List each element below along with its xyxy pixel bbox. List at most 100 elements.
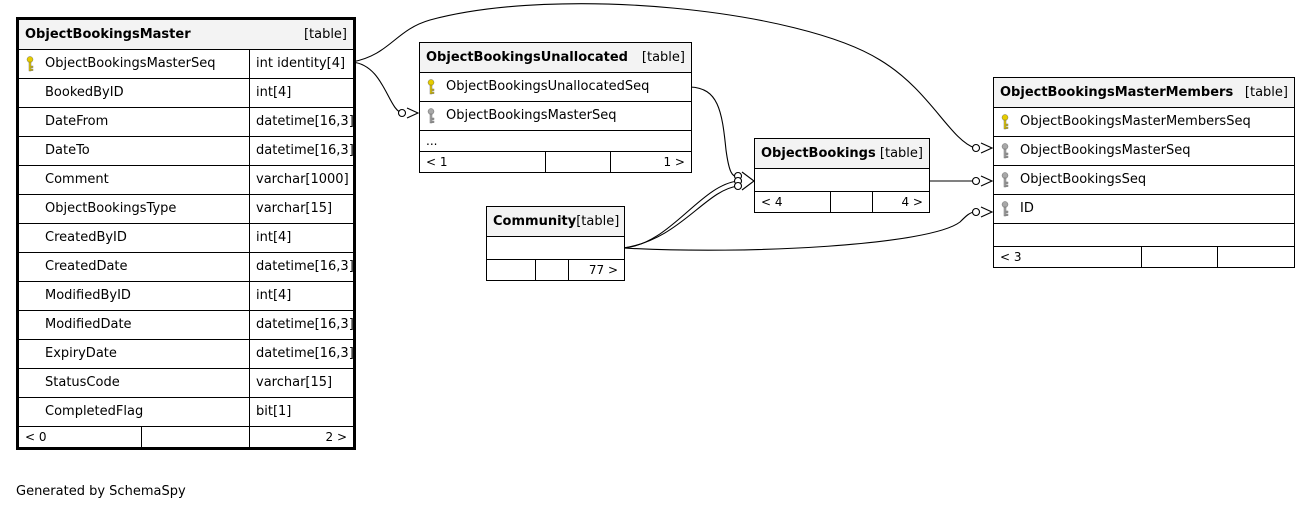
column-type: int[4] xyxy=(248,281,356,311)
table-objectbookingsmastermembers[interactable]: ObjectBookingsMasterMembers [table] Obje… xyxy=(993,77,1295,268)
footer-parent-count[interactable]: < 0 xyxy=(17,426,142,449)
footer-spacer xyxy=(1141,246,1218,268)
crows-foot xyxy=(741,171,755,191)
empty-column-row xyxy=(485,236,626,260)
column-name: CompletedFlag xyxy=(45,404,144,419)
footer-spacer xyxy=(1217,246,1295,268)
table-header[interactable]: ObjectBookingsUnallocated [table] xyxy=(419,42,692,73)
table-name: ObjectBookingsMaster xyxy=(25,27,191,42)
footer-parent-count[interactable]: < 3 xyxy=(993,246,1142,268)
column-name: ObjectBookingsUnallocatedSeq xyxy=(446,79,650,94)
footer-spacer xyxy=(141,426,250,449)
optional-circle xyxy=(733,181,743,191)
column-name: DateFrom xyxy=(45,114,109,129)
crows-foot xyxy=(980,142,994,154)
table-objectbookings[interactable]: ObjectBookings [table] < 4 4 > xyxy=(754,138,930,213)
crows-foot xyxy=(980,206,994,218)
column-type: int identity[4] xyxy=(248,49,356,79)
column-name-cell: ModifiedByID xyxy=(17,281,250,311)
table-header[interactable]: ObjectBookings [table] xyxy=(754,138,930,169)
column-row[interactable]: BookedByID int[4] xyxy=(17,78,356,108)
column-name-cell: ModifiedDate xyxy=(17,310,250,340)
footer-child-count[interactable]: 77 > xyxy=(567,259,626,281)
key-slot xyxy=(426,108,446,124)
column-name-cell: BookedByID xyxy=(17,78,250,108)
column-name-cell: ID xyxy=(993,194,1295,224)
primary-key-icon xyxy=(26,56,34,72)
optional-circle xyxy=(971,176,981,186)
column-name: ObjectBookingsMasterMembersSeq xyxy=(1020,114,1251,129)
column-name: Comment xyxy=(45,172,109,187)
table-name: ObjectBookings xyxy=(761,146,876,161)
column-row[interactable]: ObjectBookingsSeq xyxy=(993,165,1295,195)
column-name-cell: StatusCode xyxy=(17,368,250,398)
column-type: datetime[16,3] xyxy=(248,136,356,166)
column-row[interactable]: ObjectBookingsMasterSeq xyxy=(993,136,1295,166)
column-row[interactable]: ObjectBookingsUnallocatedSeq xyxy=(419,72,692,102)
column-type: int[4] xyxy=(248,78,356,108)
footer-child-count[interactable]: 1 > xyxy=(610,151,692,173)
column-name-cell: Comment xyxy=(17,165,250,195)
table-header[interactable]: Community [table] xyxy=(485,206,626,237)
column-row[interactable]: ObjectBookingsMasterMembersSeq xyxy=(993,107,1295,137)
column-name-cell: ExpiryDate xyxy=(17,339,250,369)
empty-column-row xyxy=(993,223,1295,247)
table-kind: [table] xyxy=(641,50,685,65)
column-name: ModifiedByID xyxy=(45,288,131,303)
table-objectbookingsmaster[interactable]: ObjectBookingsMaster [table] ObjectBooki… xyxy=(16,17,357,450)
foreign-key-icon xyxy=(1001,172,1009,188)
optional-circle xyxy=(733,176,743,186)
optional-circle xyxy=(971,143,981,153)
column-name-cell: ObjectBookingsType xyxy=(17,194,250,224)
primary-key-icon xyxy=(427,79,435,95)
column-name: CreatedByID xyxy=(45,230,127,245)
table-kind: [table] xyxy=(576,214,620,229)
table-name: Community xyxy=(493,214,577,229)
column-name: DateTo xyxy=(45,143,90,158)
table-header[interactable]: ObjectBookingsMasterMembers [table] xyxy=(993,77,1295,108)
column-row[interactable]: DateTo datetime[16,3] xyxy=(17,136,356,166)
footer-spacer xyxy=(545,151,611,173)
column-name: ModifiedDate xyxy=(45,317,132,332)
more-columns-ellipsis: ... xyxy=(419,130,692,152)
column-row[interactable]: ID xyxy=(993,194,1295,224)
primary-key-icon xyxy=(1001,114,1009,130)
column-name-cell: ObjectBookingsMasterSeq xyxy=(419,101,692,131)
column-name-cell: CreatedDate xyxy=(17,252,250,282)
connector-master-unallocated xyxy=(351,61,404,114)
crows-foot xyxy=(980,175,994,187)
table-kind: [table] xyxy=(303,27,348,42)
table-objectbookingsunallocated[interactable]: ObjectBookingsUnallocated [table] Object… xyxy=(419,42,692,173)
column-name: BookedByID xyxy=(45,85,124,100)
connector-community-bookings-1 xyxy=(622,180,739,249)
optional-circle xyxy=(971,207,981,217)
column-row[interactable]: ObjectBookingsMasterSeq xyxy=(419,101,692,131)
footer-child-count[interactable]: 2 > xyxy=(248,426,356,449)
column-name: ObjectBookingsSeq xyxy=(1020,172,1147,187)
footer-parent-count[interactable]: < 1 xyxy=(419,151,546,173)
column-row[interactable]: ModifiedByID int[4] xyxy=(17,281,356,311)
column-name-cell: ObjectBookingsMasterSeq xyxy=(17,49,250,79)
table-community[interactable]: Community [table] 77 > xyxy=(485,206,626,281)
column-name-cell: ObjectBookingsSeq xyxy=(993,165,1295,195)
key-slot xyxy=(1000,201,1020,217)
key-slot xyxy=(426,79,446,95)
key-slot xyxy=(1000,172,1020,188)
column-name: ObjectBookingsMasterSeq xyxy=(1020,143,1191,158)
table-header[interactable]: ObjectBookingsMaster [table] xyxy=(16,18,356,50)
footer-child-count[interactable]: 4 > xyxy=(872,191,930,213)
footer-parent-count[interactable]: < 4 xyxy=(754,191,831,213)
footer-spacer xyxy=(535,259,569,281)
